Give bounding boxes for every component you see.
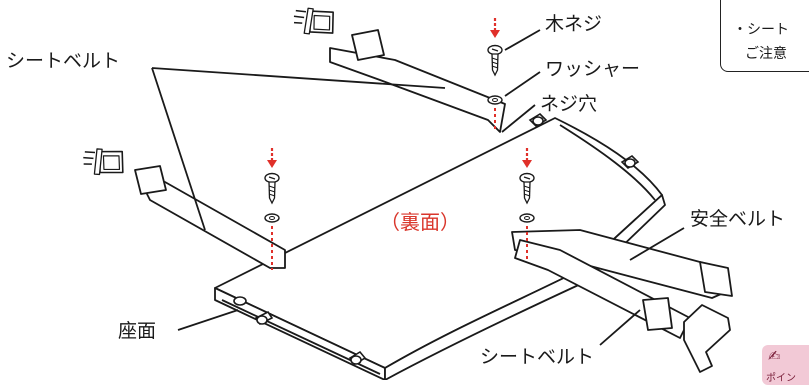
caution-note-line-2: ご注意: [745, 46, 787, 62]
seatbelt-top: [289, 0, 506, 133]
point-badge: ✍ ポイン: [762, 345, 809, 385]
label-washer: ワッシャー: [545, 58, 641, 80]
point-icon: ✍: [768, 347, 781, 365]
seatbelt-bottom-right: [514, 239, 731, 373]
frame-pegs: [233, 112, 640, 366]
label-safety-belt: 安全ベルト: [690, 208, 786, 230]
label-seatbelt-top-left: シートベルト: [6, 50, 121, 72]
screw-assembly-top: [487, 18, 503, 132]
leader-lines: [151, 29, 685, 346]
point-badge-text: ポイン: [766, 373, 796, 384]
screw-assembly-right: [519, 148, 535, 262]
label-seat: 座面: [118, 320, 157, 342]
seatbelt-left: [79, 141, 286, 269]
label-screw-hole: ネジ穴: [540, 93, 598, 115]
label-back-side: （裏面）: [380, 210, 460, 234]
caution-note-box: ・シート ご注意: [720, 0, 809, 72]
label-seatbelt-bottom: シートベルト: [480, 346, 595, 368]
screw-assembly-left: [264, 148, 280, 270]
caution-note-line-1: ・シート: [733, 22, 789, 38]
label-wood-screw: 木ネジ: [545, 13, 603, 35]
